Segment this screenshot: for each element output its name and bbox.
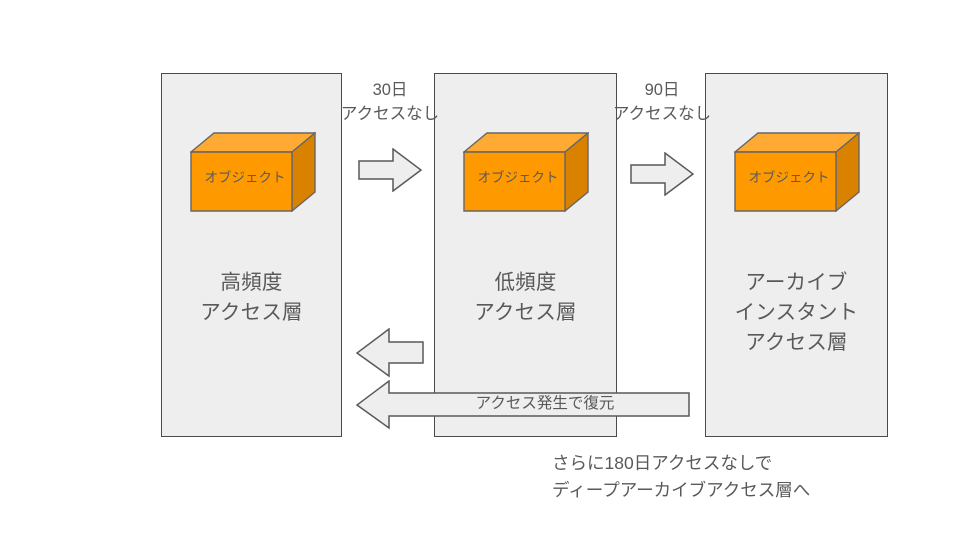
tier-panel-hot [161,73,342,437]
object-box-hot: オブジェクト [190,132,316,212]
transition-caption-90-days: 90日 アクセスなし [612,81,712,123]
arrow-left-restore-icon [356,380,690,430]
arrow-right-hot-to-cold-icon [358,148,422,192]
tier-label-archive: アーカイブ インスタント アクセス層 [734,271,859,354]
tier-label-cold: 低頻度 アクセス層 [474,271,577,324]
tier-panel-archive [705,73,888,437]
object-box-cold: オブジェクト [463,132,589,212]
tier-label-hot: 高頻度 アクセス層 [200,271,303,324]
object-box-archive: オブジェクト [734,132,860,212]
arrow-right-cold-to-archive-icon [630,152,694,196]
footnote-deep-archive: さらに180日アクセスなしで ディープアーカイブアクセス層へ [552,453,811,500]
transition-caption-30-days: 30日 アクセスなし [340,81,440,123]
arrow-left-cold-to-hot-icon [356,328,424,378]
